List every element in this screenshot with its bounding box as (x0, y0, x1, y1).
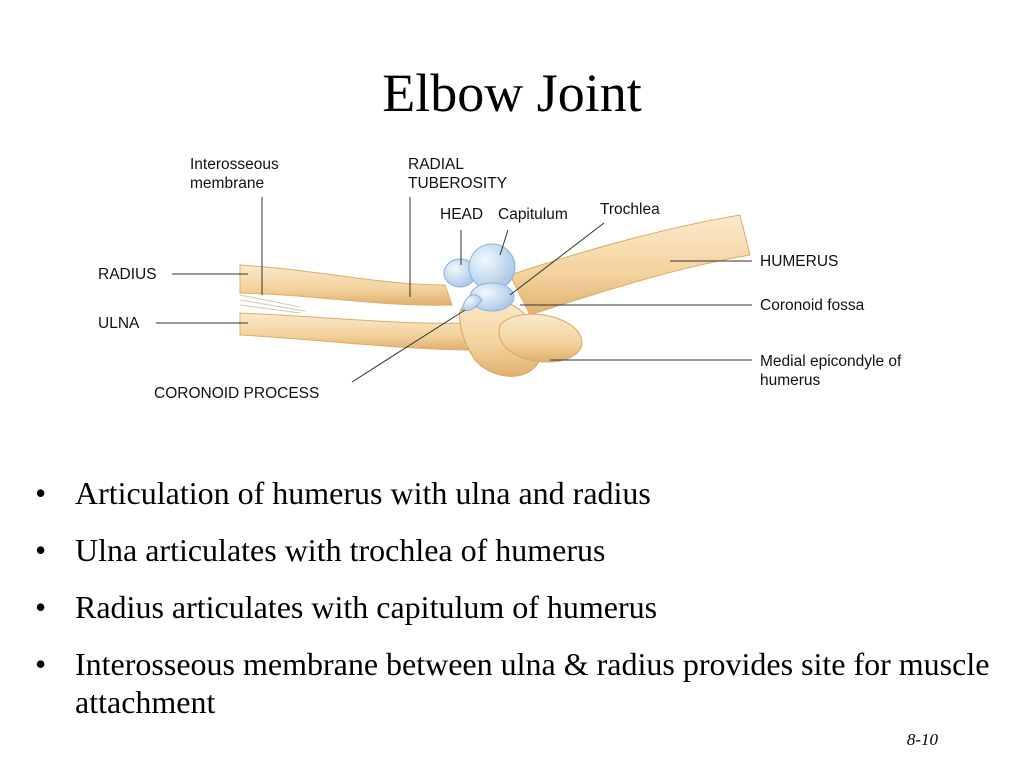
bullet-list: Articulation of humerus with ulna and ra… (30, 474, 990, 740)
bullet-item: Articulation of humerus with ulna and ra… (30, 474, 990, 512)
label-radius: RADIUS (98, 266, 157, 283)
leader-trochlea (509, 222, 605, 296)
elbow-joint-diagram: Interosseous membrane RADIAL TUBEROSITY … (80, 145, 960, 415)
slide-title: Elbow Joint (382, 63, 642, 123)
elbow-illustration (156, 197, 752, 383)
label-trochlea: Trochlea (600, 201, 660, 218)
slide-number: 8-10 (906, 730, 938, 749)
label-coronoid-fossa: Coronoid fossa (760, 297, 865, 314)
label-radial-tuberosity: RADIAL TUBEROSITY (408, 156, 508, 192)
medial-epicondyle-shape (498, 313, 583, 363)
ulna-bone (239, 312, 481, 351)
humerus-bone (509, 214, 751, 316)
label-head: HEAD (440, 206, 484, 223)
bullet-item: Interosseous membrane between ulna & rad… (30, 645, 990, 721)
bullet-item: Ulna articulates with trochlea of humeru… (30, 531, 990, 569)
bullet-item: Radius articulates with capitulum of hum… (30, 588, 990, 626)
label-medial-epicondyle: Medial epicondyle of humerus (760, 353, 902, 389)
label-humerus: HUMERUS (760, 253, 839, 270)
label-coronoid-process: CORONOID PROCESS (154, 385, 320, 402)
label-interosseous-membrane: Interosseous membrane (190, 156, 279, 192)
leader-coronoid-process (351, 309, 466, 383)
interosseous-membrane-shape (239, 294, 306, 314)
coronoid-process-shape (461, 294, 483, 312)
label-ulna: ULNA (98, 315, 140, 332)
leader-lines (156, 197, 752, 383)
radius-bone (239, 264, 453, 306)
leader-capitulum (499, 229, 509, 256)
label-capitulum: Capitulum (498, 206, 568, 223)
